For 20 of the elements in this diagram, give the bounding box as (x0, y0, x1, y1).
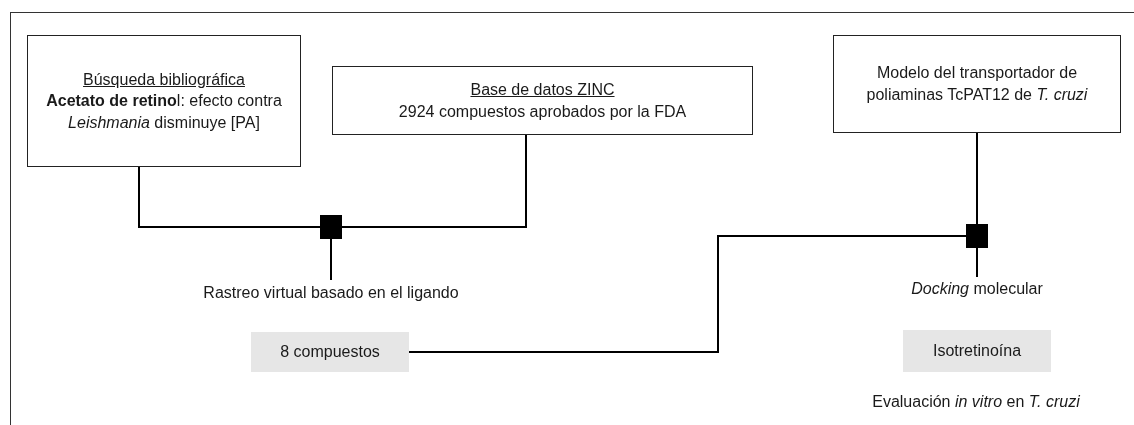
process-box: Modelo del transportador de poliaminas TcPAT12 de T. cruzi (833, 35, 1121, 133)
box-text: 2924 compuestos aprobados por la FDA (398, 101, 687, 122)
connector-line (976, 247, 978, 278)
caption-text: Evaluación in vitro en T. cruzi (871, 392, 1081, 412)
connector-line (330, 238, 332, 281)
junction-square (966, 224, 988, 248)
step-text: Docking molecular (880, 277, 1074, 301)
box-heading: Búsqueda bibliográfica (83, 69, 245, 90)
connector-line (408, 235, 967, 353)
result-box: Isotretinoína (903, 330, 1051, 372)
process-box (27, 35, 301, 167)
box-text: Acetato de retinol: efecto contra Leishmania disminuye [PA] (45, 91, 283, 133)
step-text: Rastreo virtual basado en el ligando (150, 280, 512, 306)
result-box: 8 compuestos (251, 332, 409, 372)
connector-line (138, 166, 321, 228)
process-box (332, 66, 753, 135)
junction-square (320, 215, 342, 239)
box-heading: Base de datos ZINC (470, 79, 615, 100)
connector-line (976, 132, 978, 225)
connector-line (341, 134, 527, 228)
